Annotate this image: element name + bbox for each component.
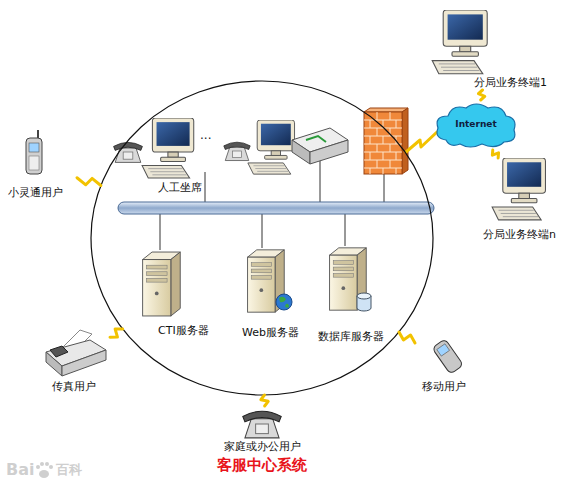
terminal-icon [432, 10, 487, 74]
firewall-icon [364, 108, 408, 112]
fax-handset [50, 346, 68, 357]
internet-cloud: Internet [432, 100, 520, 150]
globe-icon [279, 297, 289, 308]
node-label: 人工坐席 [158, 181, 228, 194]
lightning-link [492, 150, 498, 158]
router-icon [292, 140, 310, 164]
node-label: 移动用户 [422, 380, 482, 393]
node-label: Internet [432, 119, 520, 130]
node-label: 数据库服务器 [318, 330, 394, 343]
node-label: 家庭或办公用户 [224, 440, 312, 453]
branch-terminal: 分局业务终端1 [420, 10, 560, 90]
mobile-user: 移动用户 [415, 338, 485, 396]
web-server: Web服务器 [236, 246, 318, 342]
mobile-screen [437, 344, 450, 356]
phs-keypad [29, 156, 39, 170]
node-label: Web服务器 [242, 326, 318, 339]
watermark-paw [40, 462, 44, 466]
watermark-paw [36, 462, 53, 478]
desk-phone-icon [243, 411, 281, 438]
watermark-paw [39, 470, 49, 478]
lightning-link [399, 332, 415, 343]
router-icon [310, 140, 348, 164]
firewall-bricks [364, 112, 402, 174]
lightning-link [77, 178, 101, 186]
watermark-paw [49, 465, 53, 469]
lightning-link [110, 329, 123, 337]
cti-server: CTI服务器 [132, 248, 222, 340]
lightning-link [478, 90, 484, 100]
mobile-body [432, 339, 463, 374]
router-mark [306, 136, 326, 142]
boundary-outline [90, 80, 434, 480]
node-label: 小灵通用户 [8, 186, 76, 199]
phs-screen [29, 143, 39, 152]
home-office-user: 家庭或办公用户 [215, 406, 315, 454]
node-label: 传真用户 [52, 380, 108, 393]
fax-icon [62, 350, 106, 376]
watermark-paw [36, 465, 40, 469]
mobile-icon [432, 339, 463, 374]
network-bus [118, 202, 434, 214]
node-label: CTI服务器 [158, 324, 222, 337]
fax-user: 传真用户 [40, 326, 110, 394]
globe-icon [276, 294, 292, 310]
workstation-icon [248, 120, 295, 174]
lightning-link [261, 395, 268, 406]
database-icon [357, 293, 371, 299]
watermark: Bai [6, 460, 34, 479]
ellipsis-mark: ... [200, 128, 211, 142]
watermark: 百科 [56, 462, 82, 478]
phs-user: 小灵通用户 [5, 132, 77, 200]
desk-phone-icon [224, 142, 250, 160]
database-server: 数据库服务器 [312, 244, 394, 344]
phs-handset [26, 138, 42, 174]
watermark-paw [45, 462, 49, 466]
server-icon [143, 252, 181, 316]
branch-terminal: 分局业务终端n [480, 158, 574, 244]
firewall-icon [402, 108, 408, 174]
lightning-symbol [406, 132, 437, 152]
node-label: 分局业务终端1 [474, 76, 560, 89]
terminal-icon [492, 158, 545, 220]
workstation-icon [142, 118, 194, 178]
boundary-ellipse [91, 81, 433, 395]
firewall-icon [364, 112, 402, 174]
system-boundary: 客服中心系统 人工坐席 CTI服务器 Web服务器数据库服务器 [90, 80, 434, 480]
node-label: 分局业务终端n [483, 228, 573, 241]
node-label: 客服中心系统 [90, 456, 434, 474]
